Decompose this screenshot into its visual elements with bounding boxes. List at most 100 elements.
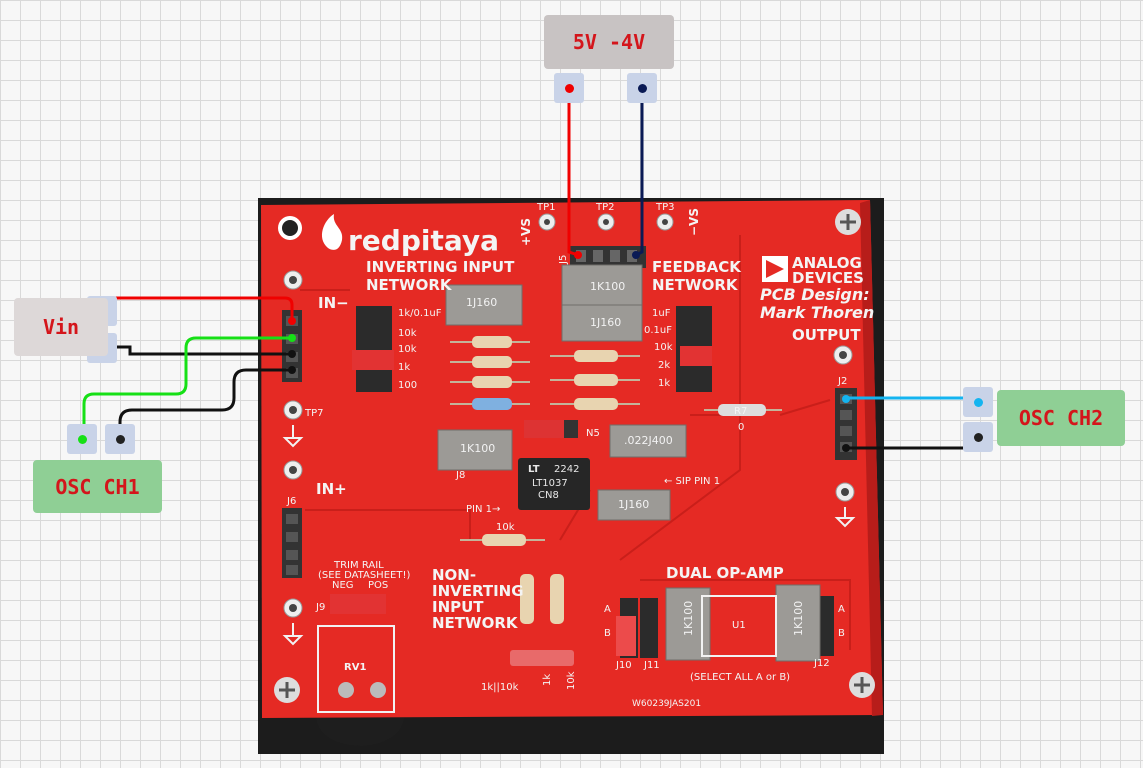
cap-label-6: 1J160: [618, 498, 649, 511]
j5-label: J5: [558, 255, 569, 265]
rv1-label: RV1: [344, 662, 366, 673]
vendor-text-2: DEVICES: [792, 269, 864, 287]
ic-part: LT1037: [532, 478, 568, 489]
terminal-ch2-ground[interactable]: [963, 422, 993, 452]
parallel-label: 1k||10k: [481, 682, 519, 693]
select-all-label: (SELECT ALL A or B): [690, 672, 790, 683]
j10-label: J10: [615, 660, 632, 671]
b-right-label: B: [838, 628, 845, 639]
a-left-label: A: [604, 604, 611, 615]
rv1-lead-right: [370, 682, 386, 698]
terminal-ch2-signal[interactable]: [963, 387, 993, 417]
dual-opamp-label: DUAL OP-AMP: [666, 564, 784, 582]
a-right-label: A: [838, 604, 845, 615]
pcb-edge: [860, 200, 883, 716]
header-inverting-jumpers: [352, 306, 394, 392]
in-minus-label: IN−: [318, 294, 349, 312]
b-left-label: B: [604, 628, 611, 639]
logo-text: redpitaya: [348, 224, 499, 257]
trim-datasheet-label: (SEE DATASHEET!): [318, 570, 410, 581]
wire-ch1-signal: [82, 336, 292, 440]
j11-label: J11: [643, 660, 660, 671]
ic-brand: LT: [528, 464, 540, 475]
ic-package: CN8: [538, 490, 559, 501]
wire-ch1-ground: [118, 368, 292, 440]
screw-top-left: [278, 216, 302, 240]
trim-rail-label: TRIM RAIL: [333, 560, 384, 571]
vs-plus-label: +VS: [519, 218, 533, 246]
cap-label-1: 1J160: [466, 296, 497, 309]
vs-minus-label: −VS: [687, 208, 701, 236]
supply-label: 5V -4V: [544, 15, 674, 69]
j9-label: J9: [315, 602, 325, 613]
inv-value-5: 100: [398, 380, 417, 391]
resistor-bodies: [472, 336, 766, 666]
terminal-dot: [973, 432, 983, 442]
serial-label: W60239JAS201: [632, 699, 701, 709]
inv-value-2: 10k: [398, 328, 417, 339]
terminal-ch1-signal[interactable]: [67, 424, 97, 454]
socket-u1: [701, 595, 777, 657]
fb-value-2: 0.1uF: [644, 325, 672, 336]
terminal-supply-negative[interactable]: [627, 73, 657, 103]
terminal-ch1-ground[interactable]: [105, 424, 135, 454]
noninv-label-1: NON-: [432, 566, 476, 584]
screw-bottom-left: [274, 677, 300, 703]
test-point-holes: [289, 219, 849, 612]
osc-ch2-label: OSC CH2: [997, 390, 1125, 446]
neg-label: NEG: [332, 580, 354, 591]
tp1-label: TP1: [536, 202, 556, 213]
header-j6: [282, 508, 302, 578]
fb-value-3: 10k: [654, 342, 673, 353]
rv1-lead-left: [338, 682, 354, 698]
inv-value-3: 10k: [398, 344, 417, 355]
pcb-design-text-2: Mark Thoren: [760, 303, 874, 322]
rv1-outline: [317, 625, 395, 713]
cap-label-3: 1J160: [590, 316, 621, 329]
screw-bottom-right: [849, 672, 875, 698]
terminal-dot: [115, 434, 125, 444]
pos-label: POS: [368, 580, 388, 591]
inverting-network-title-2: NETWORK: [366, 276, 453, 294]
vendor-text-1: ANALOG: [792, 254, 862, 272]
fb-value-4: 2k: [658, 360, 670, 371]
j8-label: J8: [455, 470, 465, 481]
jumper-trim-rail: [330, 594, 386, 614]
j12-label: J12: [813, 658, 830, 669]
feedback-network-title-2: NETWORK: [652, 276, 739, 294]
n5-label: N5: [586, 428, 600, 439]
terminal-dot: [637, 83, 647, 93]
potentiometer-rv1: [316, 718, 404, 746]
header-j10-j11: [616, 598, 658, 658]
terminal-supply-positive[interactable]: [554, 73, 584, 103]
sip-pin-label: ← SIP PIN 1: [664, 476, 720, 487]
u1-label: U1: [732, 620, 746, 631]
pcb-design-text-1: PCB Design:: [760, 285, 870, 304]
noninv-label-2: INVERTING: [432, 582, 524, 600]
j2-label: J2: [837, 376, 847, 387]
ground-symbols: [282, 425, 856, 646]
osc-ch1-label: OSC CH1: [33, 460, 162, 513]
k10-label: 10k: [566, 671, 577, 690]
screw-top-right: [835, 209, 861, 235]
inv-value-1: 1k/0.1uF: [398, 308, 442, 319]
terminal-dot: [973, 397, 983, 407]
inverting-network-title-1: INVERTING INPUT: [366, 258, 515, 276]
analog-devices-logo-triangle: [766, 260, 784, 278]
r10k-label: 10k: [496, 522, 515, 533]
ic-lt1037: [518, 458, 590, 510]
r7-label: R7: [734, 406, 747, 417]
jumper-n5: [524, 420, 570, 438]
cap-label-7: 1K100: [682, 601, 695, 636]
capacitors: [437, 264, 821, 662]
tp3-label: TP3: [655, 202, 675, 213]
cap-label-4: 1K100: [460, 442, 495, 455]
k1-label: 1k: [542, 674, 553, 686]
redpitaya-logo-icon: [321, 214, 343, 250]
cap-label-2: 1K100: [590, 280, 625, 293]
ic-code: 2242: [554, 464, 579, 475]
header-feedback-jumpers: [676, 306, 712, 392]
noninv-label-3: INPUT: [432, 598, 484, 616]
terminal-dot: [77, 434, 87, 444]
cap-label-5: .022J400: [624, 434, 673, 447]
